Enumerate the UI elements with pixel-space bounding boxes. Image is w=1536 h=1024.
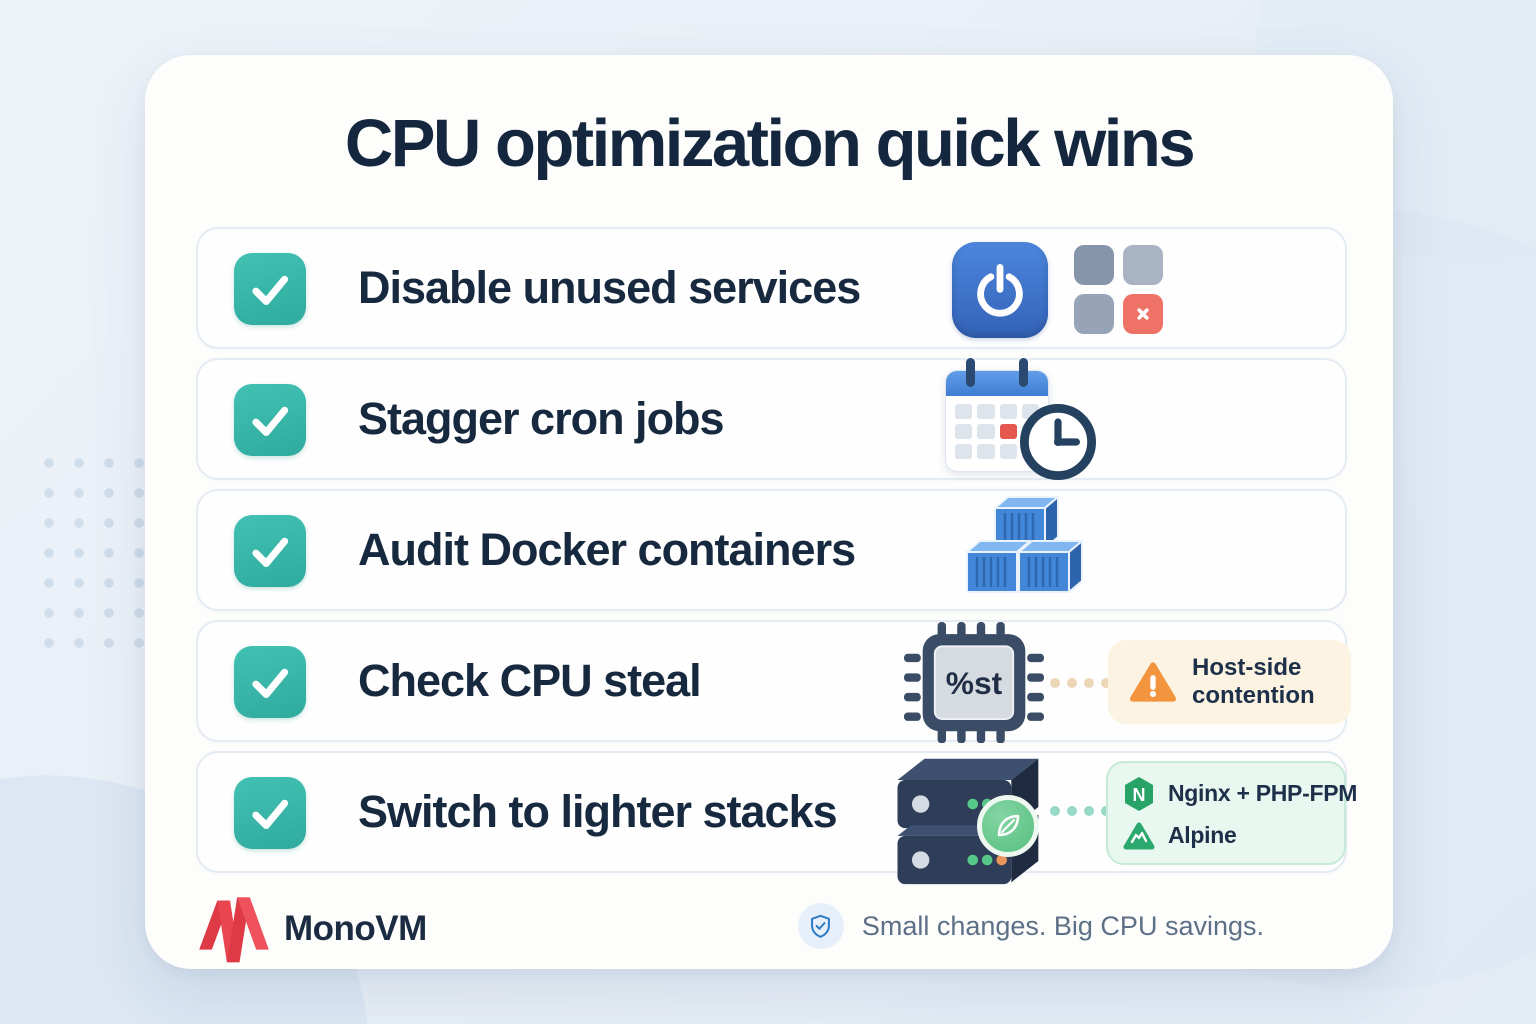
leaf-icon bbox=[977, 795, 1039, 857]
checklist-row-lighter-stacks: Switch to lighter stacks bbox=[196, 751, 1357, 885]
nginx-icon: N bbox=[1125, 776, 1153, 811]
calendar-pin bbox=[1019, 358, 1028, 387]
stack-badge: N Nginx + PHP-FPM Alpine bbox=[1106, 761, 1357, 865]
monovm-logo bbox=[199, 897, 269, 963]
brand-lockup: MonoVM bbox=[196, 891, 427, 967]
page-title: CPU optimization quick wins bbox=[344, 106, 1196, 181]
warning-badge-label: Host-side contention bbox=[1192, 653, 1315, 709]
checkbox-checked-icon bbox=[234, 515, 306, 587]
checkbox-checked-icon bbox=[234, 253, 306, 325]
stack-badge-label: Alpine bbox=[1168, 822, 1237, 848]
alpine-icon bbox=[1123, 822, 1155, 849]
checklist: Disable unused services bbox=[196, 227, 1357, 885]
warning-triangle-icon bbox=[1130, 661, 1176, 702]
checkbox-checked-icon bbox=[234, 384, 306, 456]
brand-name: MonoVM bbox=[284, 909, 427, 948]
checklist-row-audit-docker: Audit Docker containers bbox=[196, 489, 1347, 611]
power-icon bbox=[952, 242, 1048, 338]
chip-label: %st bbox=[946, 665, 1003, 701]
shield-check-icon bbox=[797, 903, 844, 949]
clock-icon bbox=[1018, 402, 1098, 482]
service-tile bbox=[1074, 294, 1114, 334]
checklist-item-label: Audit Docker containers bbox=[358, 524, 856, 575]
stack-badge-label: Nginx + PHP-FPM bbox=[1168, 780, 1358, 806]
checklist-row-stagger-cron: Stagger cron jobs bbox=[196, 358, 1347, 480]
svg-text:N: N bbox=[1133, 785, 1146, 805]
calendar-header bbox=[946, 371, 1048, 396]
close-x-icon bbox=[1123, 294, 1163, 334]
checklist-item-label: Disable unused services bbox=[358, 262, 861, 313]
footer-tagline: Small changes. Big CPU savings. bbox=[797, 903, 1264, 949]
main-card: CPU optimization quick wins Disable unus… bbox=[145, 55, 1393, 969]
checklist-row-cpu-steal: Check CPU steal bbox=[196, 620, 1351, 744]
app-grid-icon bbox=[1074, 245, 1163, 334]
checklist-item-label: Check CPU steal bbox=[358, 655, 702, 706]
tagline-text: Small changes. Big CPU savings. bbox=[861, 910, 1264, 941]
warning-badge: Host-side contention bbox=[1108, 640, 1351, 724]
footer: MonoVM Small changes. Big CPU savings. bbox=[196, 891, 1342, 969]
checklist-item-label: Switch to lighter stacks bbox=[358, 786, 838, 837]
checkbox-checked-icon bbox=[234, 646, 306, 718]
cpu-chip-icon: %st bbox=[904, 622, 1044, 744]
checklist-item-label: Stagger cron jobs bbox=[358, 393, 725, 444]
calendar-highlighted-day bbox=[999, 424, 1017, 439]
calendar-pin bbox=[966, 358, 975, 387]
container-stack-icon bbox=[935, 494, 1105, 609]
checkbox-checked-icon bbox=[234, 777, 306, 849]
service-tile bbox=[1074, 245, 1114, 285]
checklist-row-disable-services: Disable unused services bbox=[196, 227, 1347, 349]
service-tile bbox=[1123, 245, 1163, 285]
